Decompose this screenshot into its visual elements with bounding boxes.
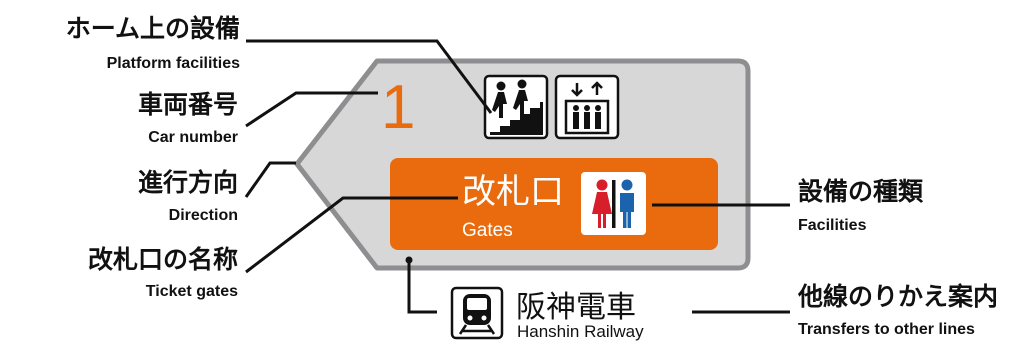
elevator-icon (554, 74, 620, 140)
label-facilities-jp: 設備の種類 (798, 177, 924, 206)
label-car-number-jp: 車両番号 (138, 90, 238, 119)
label-transfers-en: Transfers to other lines (798, 321, 975, 338)
leader-direction (244, 161, 296, 198)
car-number: 1 (381, 73, 415, 142)
leader-platform-facilities (246, 39, 493, 114)
label-direction-jp: 進行方向 (138, 168, 238, 197)
stairs-icon (483, 74, 549, 140)
leader-ticket-gates (245, 196, 458, 274)
transfer-line-jp: 阪神電車 (516, 290, 636, 325)
label-direction-en: Direction (169, 207, 238, 224)
label-facilities-en: Facilities (798, 217, 867, 234)
train-icon (450, 286, 504, 340)
transfer-line-en: Hanshin Railway (517, 322, 644, 341)
label-ticket-gates-en: Ticket gates (146, 283, 238, 300)
gate-name-en: Gates (462, 220, 513, 241)
label-ticket-gates-jp: 改札口の名称 (88, 245, 238, 274)
leader-car-number (245, 91, 378, 128)
label-platform-facilities-en: Platform facilities (107, 55, 240, 72)
restroom-icon (581, 172, 646, 235)
label-platform-facilities-jp: ホーム上の設備 (66, 14, 240, 43)
label-transfers-jp: 他線のりかえ案内 (797, 282, 998, 311)
gate-name-jp: 改札口 (462, 172, 564, 212)
label-car-number-en: Car number (148, 129, 238, 146)
bracket-dot (405, 256, 413, 264)
leader-transfer-bracket (407, 262, 437, 314)
